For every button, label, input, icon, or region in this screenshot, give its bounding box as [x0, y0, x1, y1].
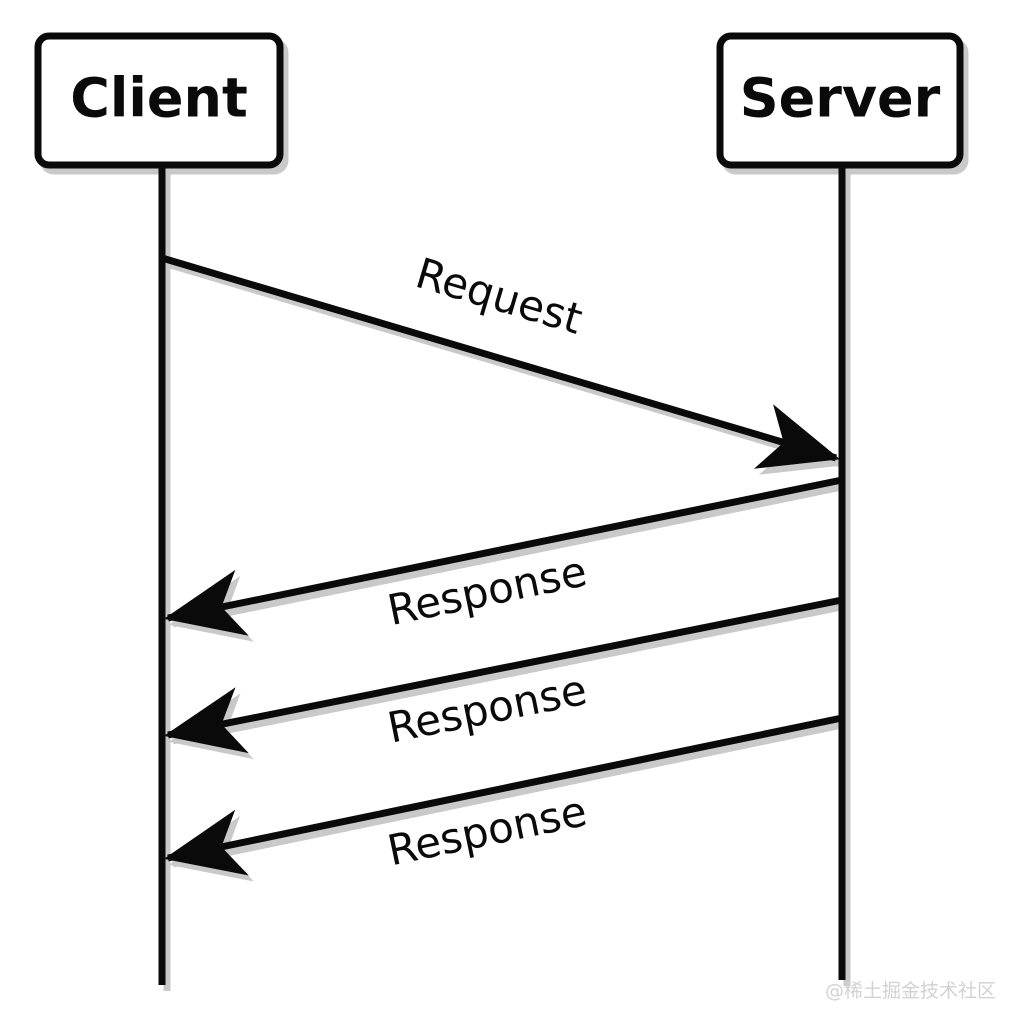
server-box[interactable]: [716, 32, 964, 169]
client-label: Client: [70, 67, 248, 130]
message-line-shadow: [168, 720, 848, 882]
message-line-shadow: [168, 602, 848, 760]
participant-server[interactable]: Server: [716, 32, 964, 169]
message-arrow-response-3[interactable]: [163, 714, 843, 876]
server-label: Server: [740, 67, 941, 130]
message-arrow-response-1[interactable]: [163, 476, 843, 636]
message-line-shadow: [166, 260, 846, 475]
participant-client[interactable]: Client: [34, 32, 284, 169]
message-line-shadow: [168, 482, 848, 642]
message-arrow-response-2[interactable]: [163, 596, 843, 754]
message-label-request: Request: [410, 248, 588, 343]
watermark: @稀土掘金技术社区: [825, 980, 996, 1002]
message-arrow-request[interactable]: [161, 254, 841, 469]
client-box[interactable]: [34, 32, 284, 169]
